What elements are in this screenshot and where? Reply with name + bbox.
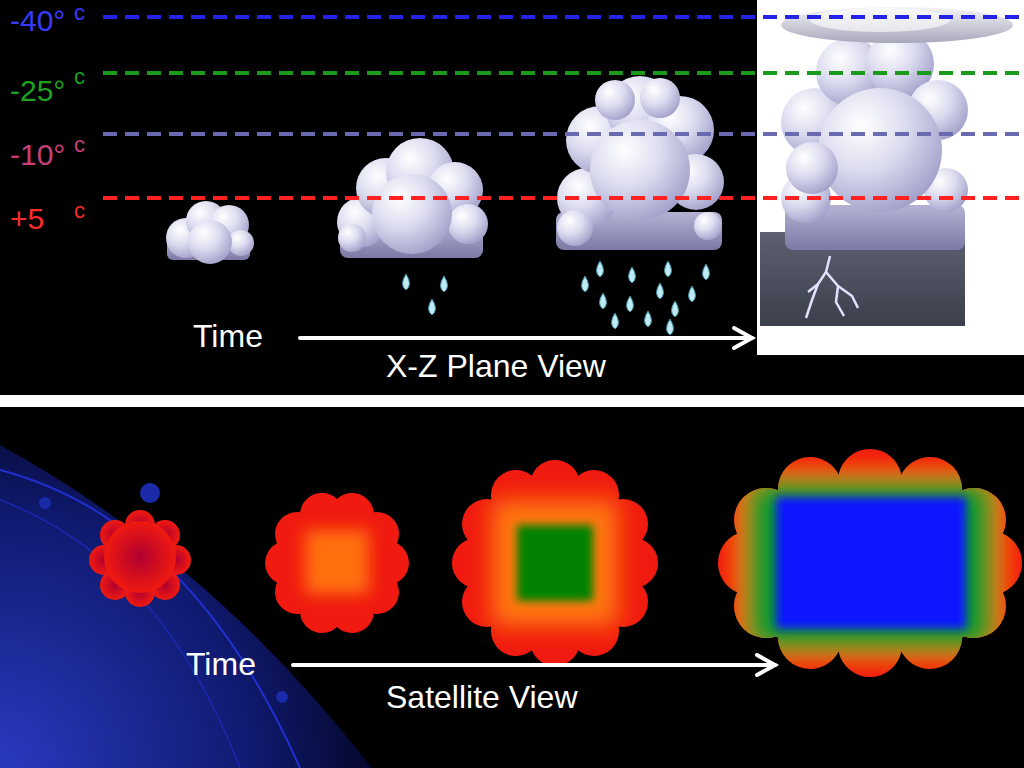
temperature-lines bbox=[103, 196, 1024, 200]
lightning bbox=[806, 256, 830, 318]
cumulonimbus bbox=[818, 88, 942, 212]
divider-bar bbox=[0, 395, 1024, 407]
axis-label: Time bbox=[186, 648, 256, 680]
mature-cumulus bbox=[557, 210, 593, 246]
temperature-lines bbox=[103, 132, 1024, 136]
raindrops bbox=[600, 293, 607, 309]
cumulonimbus bbox=[781, 7, 1013, 43]
raindrops bbox=[703, 264, 710, 280]
raindrops bbox=[403, 274, 448, 315]
mature-cumulus bbox=[640, 78, 680, 118]
satellite-cloud bbox=[260, 490, 420, 640]
unit-label: c bbox=[74, 2, 85, 24]
temperature-label: -25° bbox=[10, 76, 65, 106]
satellite-cloud bbox=[710, 445, 1024, 685]
raindrops bbox=[672, 301, 679, 317]
mature-cumulus bbox=[595, 80, 635, 120]
unit-label: c bbox=[74, 66, 85, 88]
time-arrow bbox=[293, 663, 775, 667]
raindrops bbox=[627, 296, 634, 312]
growing-cumulus bbox=[338, 224, 366, 252]
earth-limb bbox=[0, 470, 300, 768]
young-cumulus bbox=[166, 201, 254, 264]
satellite-cloud bbox=[260, 490, 420, 640]
view-caption: Satellite View bbox=[386, 681, 578, 713]
earth-limb bbox=[276, 691, 288, 703]
unit-label: c bbox=[74, 134, 85, 156]
raindrops bbox=[667, 319, 674, 335]
raindrops bbox=[582, 276, 589, 292]
cumulonimbus bbox=[786, 142, 838, 194]
satellite-cloud bbox=[305, 530, 369, 594]
temperature-label: -10° bbox=[10, 140, 65, 170]
growing-cumulus bbox=[372, 174, 452, 254]
young-cumulus bbox=[188, 220, 232, 264]
satellite-cloud bbox=[776, 497, 966, 629]
time-arrow bbox=[293, 655, 775, 675]
growing-cumulus bbox=[448, 204, 488, 244]
cumulonimbus bbox=[810, 8, 950, 32]
raindrops bbox=[612, 313, 619, 329]
lightning bbox=[806, 256, 858, 318]
view-caption: X-Z Plane View bbox=[386, 350, 606, 382]
raindrops bbox=[441, 276, 448, 292]
earth-limb bbox=[140, 483, 160, 503]
lightning bbox=[838, 286, 858, 308]
time-arrow bbox=[300, 328, 752, 348]
raindrops bbox=[665, 261, 672, 277]
axis-label: Time bbox=[193, 320, 263, 352]
raindrops bbox=[597, 261, 604, 277]
raindrops bbox=[645, 311, 652, 327]
temperature-lines bbox=[103, 71, 1024, 75]
raindrops bbox=[429, 299, 436, 315]
satellite-cloud bbox=[517, 525, 593, 601]
satellite-cloud bbox=[492, 500, 618, 626]
raindrops bbox=[629, 267, 636, 283]
unit-label: c bbox=[74, 200, 85, 222]
temperature-label: -40° bbox=[10, 6, 65, 36]
time-arrow bbox=[734, 328, 752, 348]
satellite-cloud bbox=[710, 445, 1024, 685]
raindrops bbox=[403, 274, 410, 290]
time-arrow bbox=[757, 655, 775, 675]
cumulonimbus bbox=[760, 7, 1013, 326]
temperature-lines bbox=[103, 17, 1024, 198]
time-arrow bbox=[300, 336, 752, 340]
mature-cumulus bbox=[694, 212, 722, 240]
raindrops bbox=[657, 283, 664, 299]
satellite-cloud bbox=[89, 510, 191, 607]
satellite-cloud bbox=[104, 521, 176, 593]
satellite-cloud bbox=[735, 470, 1005, 660]
raindrops bbox=[582, 261, 710, 335]
mature-cumulus bbox=[556, 76, 724, 250]
earth-limb bbox=[39, 497, 51, 509]
temperature-label: +5 bbox=[10, 204, 44, 234]
white-panel bbox=[757, 0, 1024, 355]
lightning bbox=[808, 284, 818, 292]
lightning bbox=[826, 272, 844, 316]
satellite-cloud bbox=[445, 455, 665, 675]
raindrops bbox=[689, 286, 696, 302]
earth-limb bbox=[0, 500, 240, 768]
temperature-lines bbox=[103, 15, 1024, 19]
satellite-cloud bbox=[445, 455, 665, 675]
satellite-cloud bbox=[752, 485, 988, 645]
